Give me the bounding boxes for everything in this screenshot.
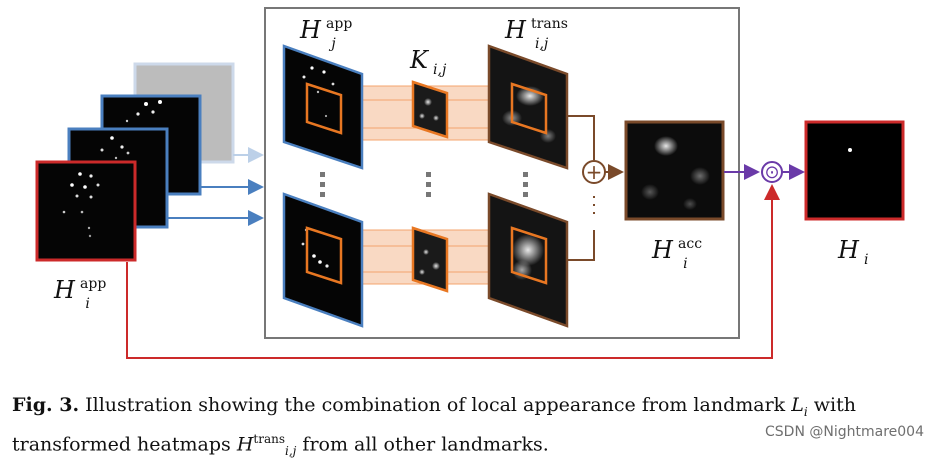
label-h-trans-ij: H trans i,j xyxy=(504,13,573,52)
watermark: CSDN @Nightmare004 xyxy=(765,424,924,440)
label-k-ij: K i,j xyxy=(409,46,447,78)
label-h-app-j: H app j xyxy=(299,13,357,52)
heatmap-h-app-i xyxy=(37,162,135,260)
label-h-i: H i xyxy=(837,236,869,268)
multiply-symbol: ⊙ xyxy=(764,162,779,183)
caption-H-sup: trans xyxy=(253,432,285,446)
kernel-k-ij-bottom xyxy=(413,228,447,291)
heatmap-h-trans-ij-top xyxy=(489,46,567,168)
heatmap-h-app-j-bottom xyxy=(284,194,362,326)
caption-L-sub: i xyxy=(804,405,808,419)
caption-L: L xyxy=(791,394,804,416)
heatmap-h-app-j-top xyxy=(284,46,362,168)
caption-H-sub: i,j xyxy=(285,444,296,458)
label-h-acc-i: H acc i xyxy=(651,233,707,272)
sum-symbol: + xyxy=(586,160,603,184)
diagram-canvas: + ⊙ H app j K i,j H trans i,j H acc i H xyxy=(0,0,940,380)
caption-fig-label: Fig. 3. xyxy=(12,394,79,416)
heatmap-h-trans-ij-bottom xyxy=(489,194,567,326)
connector-bottom-to-sum xyxy=(567,230,594,260)
label-h-app-i: H app i xyxy=(53,273,111,312)
caption-text-1: Illustration showing the combination of … xyxy=(85,394,785,416)
connector-dotted xyxy=(593,196,595,214)
kernel-k-ij-top xyxy=(413,82,447,137)
ellipsis-dots xyxy=(320,172,528,197)
heatmap-h-i-output xyxy=(806,122,903,219)
heatmap-h-acc-i xyxy=(626,122,723,219)
connector-top-to-sum xyxy=(567,116,594,160)
